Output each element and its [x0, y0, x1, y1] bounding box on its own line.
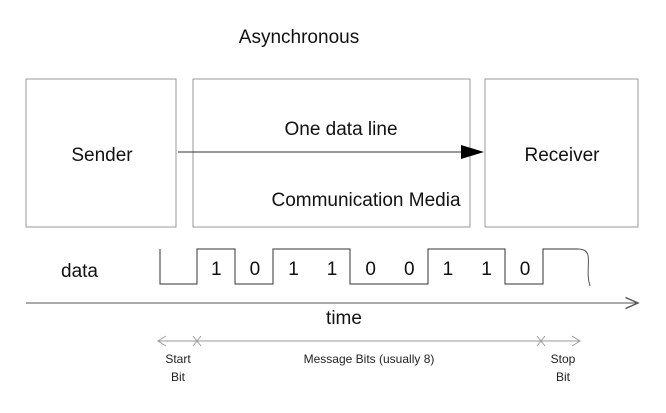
- data-line-arrowhead: [461, 145, 484, 159]
- start-arrow-left: [157, 335, 167, 347]
- stop-boundary-mark: [536, 335, 546, 347]
- stop-arrow-right: [571, 335, 581, 347]
- bit-label: 0: [250, 259, 261, 280]
- bit-label: 0: [365, 259, 376, 280]
- bit-label: 1: [211, 259, 222, 280]
- waveform-break: [577, 248, 591, 287]
- bit-label: 0: [520, 259, 531, 280]
- diagram-title: Asynchronous: [239, 27, 359, 48]
- bit-labels: 1 0 1 1 0 0 1 1 0: [211, 259, 530, 280]
- time-axis-label: time: [326, 308, 362, 329]
- data-line-label: One data line: [284, 119, 397, 140]
- stop-bit-label-line1: Stop: [551, 352, 576, 366]
- bit-label: 1: [481, 259, 492, 280]
- sender-label: Sender: [71, 145, 133, 166]
- receiver-box: Receiver: [484, 78, 639, 228]
- bit-label: 1: [443, 259, 454, 280]
- receiver-label: Receiver: [525, 145, 601, 166]
- message-bits-label: Message Bits (usually 8): [304, 352, 435, 366]
- sender-box: Sender: [25, 78, 177, 228]
- stop-bit-label-line2: Bit: [556, 370, 571, 384]
- bit-label: 1: [288, 259, 299, 280]
- start-bit-label-line2: Bit: [171, 370, 186, 384]
- bit-label: 0: [404, 259, 415, 280]
- data-waveform: [159, 248, 578, 285]
- start-boundary-mark: [192, 335, 202, 347]
- media-box: One data line Communication Media: [192, 78, 471, 228]
- communication-media-label: Communication Media: [271, 190, 460, 211]
- bit-label: 1: [327, 259, 338, 280]
- data-row-label: data: [61, 261, 98, 282]
- start-bit-label-line1: Start: [165, 352, 191, 366]
- receiver-box-border: [484, 78, 639, 228]
- media-box-border: [192, 78, 471, 228]
- frame-annotation: Start Bit Message Bits (usually 8) Stop …: [157, 335, 581, 384]
- data-line-arrow: [178, 145, 484, 159]
- sender-box-border: [25, 78, 177, 228]
